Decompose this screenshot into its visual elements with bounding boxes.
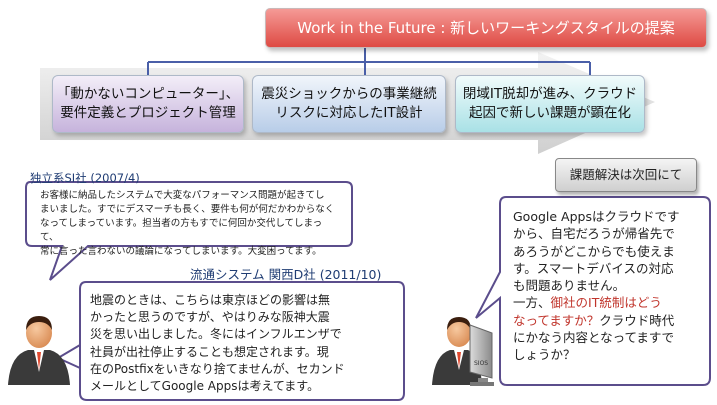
quote-text-2: 地震のときは、こちらは東京ほどの影響は無 かったと思うのですが、やはりみな阪神大… (90, 293, 345, 394)
quote-text-3: Google Appsはクラウドです から、自宅だろうが帰省先で あろうがどこか… (513, 208, 698, 364)
quote-text-3-before: Google Appsはクラウドです から、自宅だろうが帰省先で あろうがどこか… (513, 209, 680, 311)
monitor-label: SIOS (474, 360, 489, 367)
quote-source-2: 流通システム 関西D社 (2011/10) (190, 267, 382, 282)
banner-title: Work in the Future : 新しいワーキングスタイルの提案 (265, 8, 707, 48)
phase-box-1: 「動かないコンピューター」、 要件定義とプロジェクト管理 (52, 75, 244, 133)
quote-text-3-after: クラウド時代 にかなう内容となってますで しょうか？ (513, 312, 675, 363)
phase-box-3: 閉域IT脱却が進み、クラウド 起因で新しい課題が顕在化 (455, 75, 645, 133)
phase-box-2: 震災ショックからの事業継続 リスクに対応したIT設計 (252, 75, 446, 133)
quote-text-1: お客様に納品したシステムで大変なパフォーマンス問題が起きてし まいました。すでに… (40, 190, 335, 257)
next-time-note: 課題解決は次回にて (555, 158, 697, 192)
quote-source-1: 独立系SI社 (2007/4) (30, 171, 140, 185)
quote-text-3-highlight: 御社のIT統制はどう なってますか？ (513, 295, 662, 328)
